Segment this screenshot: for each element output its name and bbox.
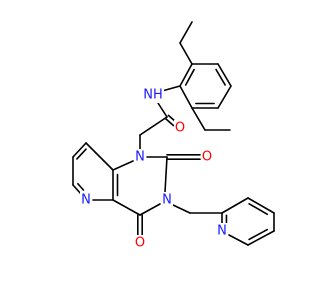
bond-ethyl1-ch3 — [179, 21, 193, 44]
nh-amide-atom: NH — [142, 87, 164, 103]
bond-ph-4-5 — [217, 85, 232, 109]
nh-amide-label: NH — [143, 88, 163, 103]
bond-layer — [72, 21, 275, 246]
bond-ph-1-2-inner — [184, 68, 195, 86]
bond-c7-c8-inner — [76, 148, 87, 160]
n-pyridylmethyl-label: N — [217, 224, 227, 239]
bond-pyc4-pyc3 — [247, 197, 275, 214]
bond-npy-c6-inner — [77, 182, 85, 191]
bond-ph-1-2 — [179, 63, 193, 87]
bond-nh-carbonyl — [157, 102, 168, 118]
bond-pyc6-pyc5 — [247, 230, 275, 246]
n3-ring-atom: N — [161, 192, 173, 208]
bond-pyn-pyc6 — [228, 234, 249, 246]
n-pyridine-fused-label: N — [81, 193, 91, 208]
bond-ph-nh — [161, 85, 181, 92]
bond-ph-3-4 — [217, 63, 232, 87]
n-pyridylmethyl-atom: N — [216, 223, 228, 239]
bond-c4-c4a — [112, 199, 141, 216]
o-c4-label: O — [135, 236, 145, 251]
bond-c2-n3 — [164, 156, 168, 193]
n3-ring-label: N — [162, 193, 172, 208]
bond-ph-6-1 — [179, 85, 193, 109]
bond-ph-3-4-inner — [215, 68, 226, 86]
bond-carbonyl-ch2 — [139, 116, 168, 136]
bond-ethyl2-ch2 — [191, 107, 206, 131]
bond-pyc4-pyc3-inner — [248, 202, 269, 216]
o-c2-atom: O — [201, 149, 213, 165]
bond-pyc3-pyc2 — [221, 197, 249, 214]
bond-amide-co — [164, 117, 175, 127]
o-amide-atom: O — [174, 120, 186, 136]
bond-pyc6-pyc5-inner — [248, 228, 269, 241]
structure-diagram: NH O N O N O N N — [72, 21, 275, 251]
n-pyridine-fused-atom: N — [80, 192, 92, 208]
bond-n3-c4 — [139, 203, 161, 216]
bond-c8-c8a — [85, 142, 114, 171]
o-c2-label: O — [202, 150, 212, 165]
n1-ring-label: N — [135, 150, 145, 165]
bond-c8a-n1 — [112, 160, 134, 171]
n1-ring-atom: N — [134, 149, 146, 165]
bond-ethyl1-ch2 — [179, 42, 193, 65]
bond-c7-c8 — [72, 142, 87, 158]
atom-label-layer: NH O N O N O N N — [80, 87, 228, 251]
bond-npy-c6 — [72, 184, 82, 195]
o-amide-label: O — [175, 121, 185, 136]
o-c4-atom: O — [134, 235, 146, 251]
bond-n3-ch2 — [172, 204, 191, 214]
